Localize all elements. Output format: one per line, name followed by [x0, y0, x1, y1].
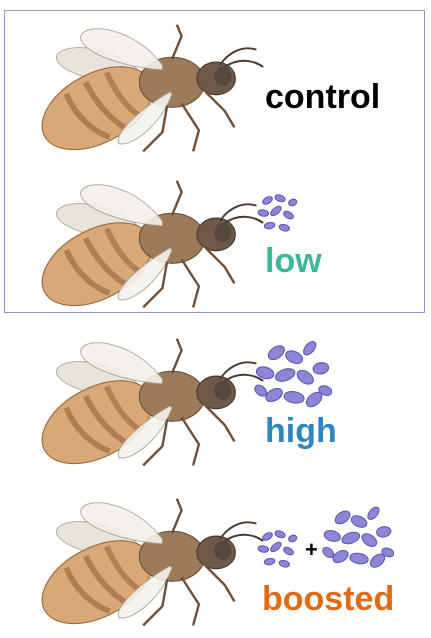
plus-sign: +	[305, 537, 318, 563]
label-control: control	[265, 80, 380, 114]
bee-illustration	[28, 328, 268, 478]
label-boosted: boosted	[262, 582, 394, 616]
bee-illustration	[28, 170, 268, 320]
panel-control: control	[0, 14, 431, 174]
bacteria-cluster-icon	[256, 528, 300, 570]
bacteria-cluster-icon	[254, 340, 332, 410]
panel-low: low	[0, 170, 431, 310]
bacteria-cluster-icon	[322, 506, 394, 570]
label-high: high	[265, 414, 337, 448]
bee-illustration	[28, 488, 268, 638]
bacteria-cluster-icon	[256, 192, 300, 234]
panel-boosted: + boosted	[0, 488, 431, 636]
label-low: low	[265, 244, 322, 278]
panel-high: high	[0, 328, 431, 478]
bee-illustration	[28, 14, 268, 164]
